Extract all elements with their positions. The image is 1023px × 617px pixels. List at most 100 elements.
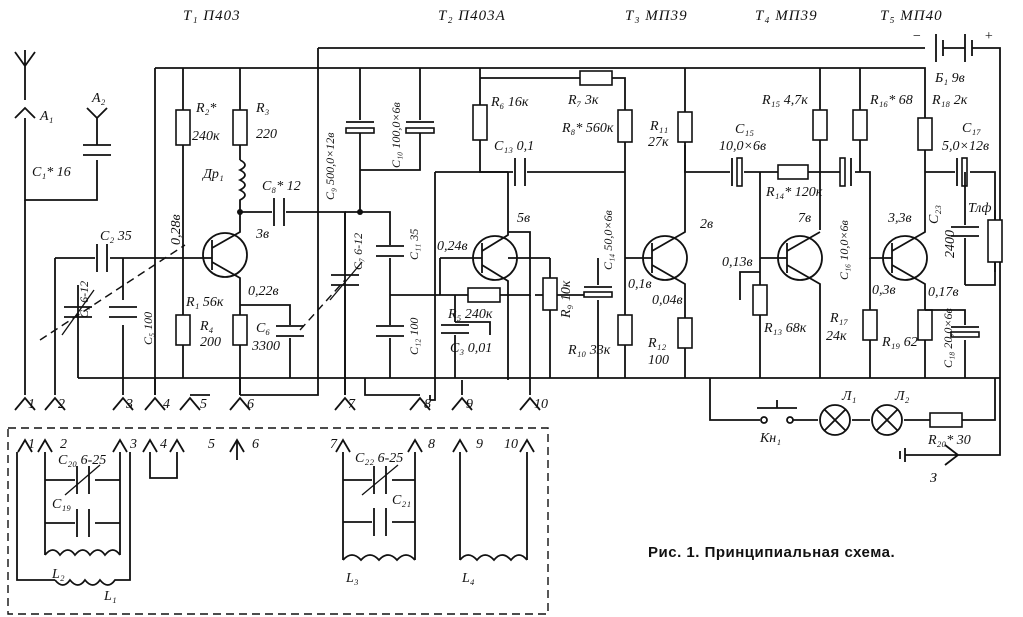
capacitor-c5 [109,306,137,318]
r11-value: 27к [648,135,669,150]
c16-wire [830,171,885,259]
coil-pin-2: 2 [60,437,67,452]
terminal8-wire [364,378,420,396]
c13-wire [430,171,625,401]
resistor-r17 [862,309,878,341]
coil-pin-10: 10 [504,437,518,452]
c14-wire [580,258,599,378]
c16-label: C₁₆ 10,0×6в [837,220,851,280]
r12-label: R₁₂ [647,336,666,351]
l4-frame-wire [459,452,528,560]
r7-wire [480,77,626,110]
tuning-gang-dashline [39,244,186,341]
coil-block-pins [17,438,535,453]
r5-wire [440,231,531,296]
coil-pin-9: 9 [476,437,483,452]
r13-wire [739,258,761,378]
battery-b1: − + [912,29,1001,456]
earth-connector-icon [899,444,960,466]
c3-label: C₃ 0,01 [450,341,492,356]
r2-label: R₂* [195,101,216,116]
label-t4: T₄ МП39 [755,8,818,24]
c1-label: C₁* 16 [32,165,71,180]
c22-label: C₂₂ 6-25 [355,451,403,466]
coil-pin-1: 1 [28,437,35,452]
t2-base-voltage: 0,24в [437,239,468,254]
l2-frame-wire [44,452,121,555]
button-kn1 [757,400,797,424]
capacitor-c9 [345,121,375,134]
capacitor-c7 [329,261,363,301]
capacitor-c18 [950,326,980,338]
terminal-2: 2 [58,397,65,412]
transistor-t4 [760,231,823,378]
r3-label: R₃ [255,101,270,116]
resistor-r18 [917,117,933,151]
label-t3: T₃ МП39 [625,8,688,24]
r6-label: R₆ 16к [490,95,529,110]
resistor-r2 [175,109,191,146]
c15-wire [744,171,778,258]
capacitor-c19 [76,509,90,537]
capacitor-c20 [64,464,101,496]
l4-label: L₄ [461,571,475,586]
resistor-r3 [232,109,248,146]
coil-l1 [54,578,120,586]
c11-c12-wire [345,211,391,378]
kn1-label: Кн₁ [759,431,781,446]
terminal5-6-wire [190,378,241,396]
r11-label: R₁₁ [649,119,668,134]
r14-label: R₁₄* 120к [765,185,823,200]
terminal-3: 3 [125,397,133,412]
terminal-8: 8 [424,397,431,412]
c11-label: C₁₁ 35 [407,229,421,260]
terminal-9: 9 [466,397,473,412]
coil-pin-8: 8 [428,437,435,452]
terminal-7: 7 [348,397,356,412]
c2-label: C₂ 35 [100,229,132,244]
t1-collector-voltage: 3в [255,227,269,242]
potentiometer-r9 [542,277,558,311]
antenna-icon [14,50,36,80]
r17-value: 24к [826,329,847,344]
potentiometer-r13 [752,284,768,316]
c23-value: 2400 [943,230,958,258]
jumper-4-5 [149,452,178,479]
coil-pin-5: 5 [208,437,215,452]
c10-wire [360,68,421,171]
c13-label: C₁₃ 0,1 [494,139,534,154]
r2-value: 240к [192,129,220,144]
resistor-r15 [812,109,828,141]
c18-wire [925,309,966,378]
capacitor-c10 [405,121,435,134]
c19-c20-wire [45,479,120,524]
l3-frame-wire [342,452,416,560]
r4-value: 200 [200,335,221,350]
antenna-a2-connector [83,107,111,156]
capacitor-c23 [951,226,979,237]
transistor-t5 [882,150,928,310]
headphone-icon [987,210,1003,272]
coil-l2 [44,549,121,557]
tuning-gang-dashline-2 [299,279,346,331]
battery-return-wire [240,48,319,396]
capacitor-c22 [361,464,399,496]
negative-rail [155,67,926,118]
r19-label: R₁₉ 62 [881,335,918,350]
terminal-6: 6 [247,397,254,412]
t3-emitter-voltage: 0,04в [652,293,683,308]
capacitor-c8 [273,198,285,226]
resistor-r16 [852,109,868,141]
capacitor-c2 [96,244,108,272]
label-t2: T₂ П403А [438,8,506,24]
tlf-label: Тлф [968,201,992,216]
t5-base-voltage: 0,3в [872,283,896,298]
c18-label: C₁₈ 20,0×6в [941,308,955,368]
c7-label: C₇ 6-12 [351,233,365,270]
lamp-l1-label: Л₁ [841,389,856,404]
l1-frame-wire [16,452,131,581]
t5-collector-voltage: 3,3в [887,211,912,226]
figure-caption: Рис. 1. Принципиальная схема. [648,544,895,561]
lamp-l2-label: Л₂ [894,389,909,404]
